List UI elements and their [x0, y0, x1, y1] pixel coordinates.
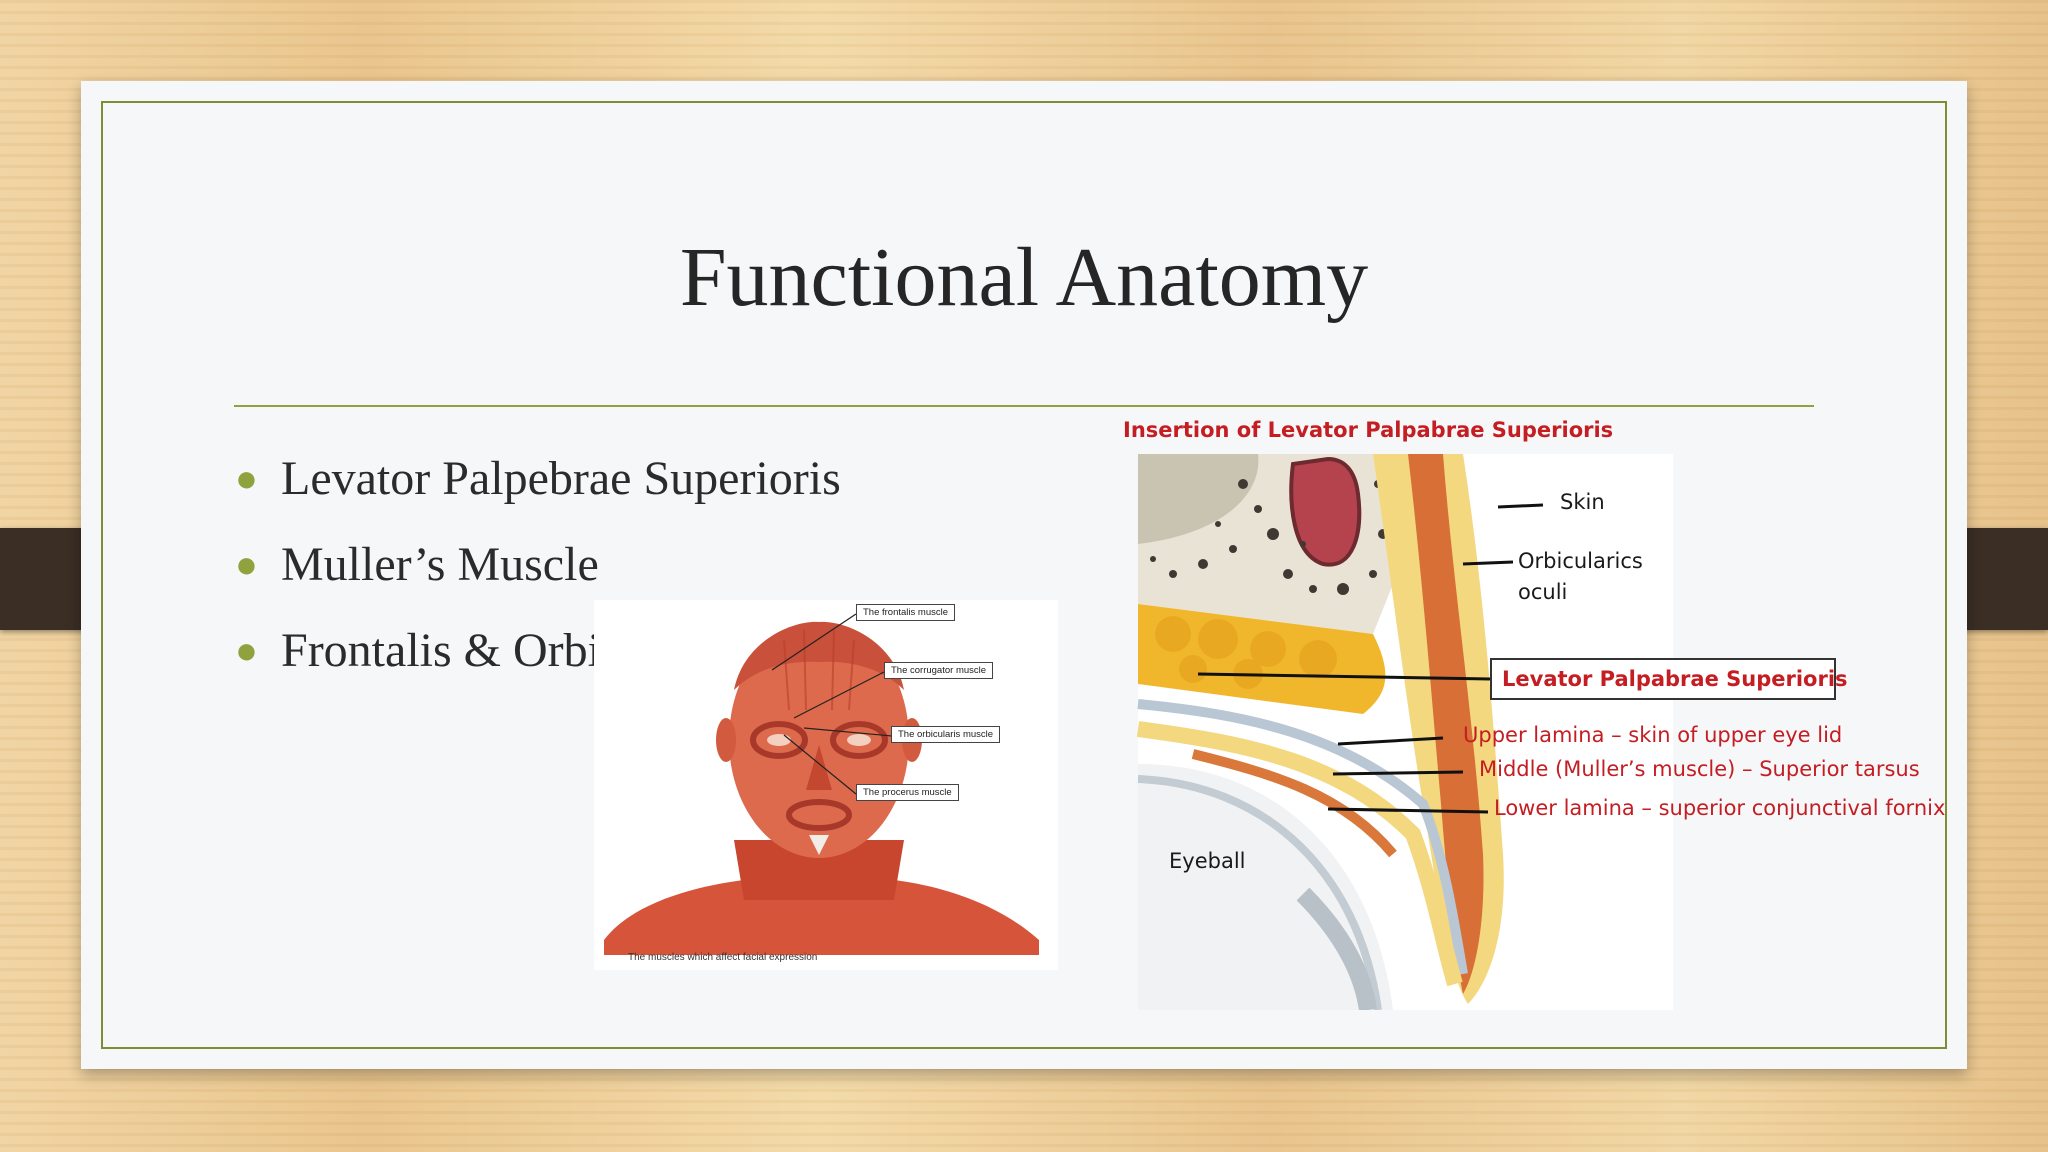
label-corrugator: The corrugator muscle [884, 662, 994, 679]
label-lower-lamina: Lower lamina – superior conjunctival for… [1494, 796, 1946, 820]
bullet-dot-icon: ● [235, 458, 258, 500]
label-orbicularis: The orbicularis muscle [891, 726, 1001, 743]
title-divider [234, 405, 1814, 407]
label-middle-muller: Middle (Muller’s muscle) – Superior tars… [1479, 757, 1920, 781]
face-muscles-figure: The frontalis muscle The corrugator musc… [594, 600, 1058, 970]
bullet-item: ● Muller’s Muscle [231, 522, 848, 608]
eyelid-cross-section-image [1136, 454, 1673, 1010]
label-procerus: The procerus muscle [856, 784, 959, 801]
bullet-text: Levator Palpebrae Superioris [281, 452, 841, 505]
label-levator-box: Levator Palpabrae Superioris [1490, 658, 1848, 700]
label-upper-lamina: Upper lamina – skin of upper eye lid [1463, 723, 1843, 747]
slide-title: Functional Anatomy [679, 231, 1369, 324]
bullet-item: ● Levator Palpebrae Superioris [231, 436, 848, 522]
bullet-text: Muller’s Muscle [281, 538, 599, 591]
slide-border [101, 101, 1947, 1049]
label-skin: Skin [1560, 490, 1605, 514]
label-frontalis: The frontalis muscle [856, 604, 956, 621]
label-orbicularis-line2: oculi [1518, 580, 1568, 604]
face-muscles-image [604, 613, 1039, 955]
bullet-dot-icon: ● [235, 544, 258, 586]
label-eyeball: Eyeball [1169, 849, 1246, 873]
figure-caption: The muscles which affect facial expressi… [628, 952, 818, 963]
bullet-dot-icon: ● [235, 630, 258, 672]
eyelid-cross-section-figure [1043, 334, 1975, 1010]
figure-heading: Insertion of Levator Palpabrae Superiori… [1123, 418, 1614, 442]
label-orbicularis-line1: Orbicularics [1518, 549, 1643, 573]
